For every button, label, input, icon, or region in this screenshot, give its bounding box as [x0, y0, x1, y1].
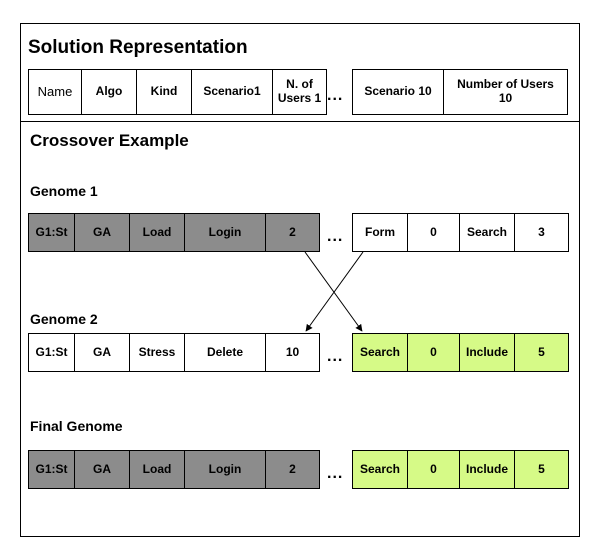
- genome2-gene: 10: [265, 333, 320, 372]
- genome2-ellipsis: ...: [327, 348, 344, 365]
- representation-row-tail: Scenario 10 Number of Users 10: [352, 69, 568, 115]
- field-users1: N. of Users 1: [272, 69, 327, 115]
- genome1-ellipsis: ...: [327, 228, 344, 245]
- final-gene: GA: [74, 450, 130, 489]
- final-gene: Login: [184, 450, 266, 489]
- genome2-gene: Include: [459, 333, 515, 372]
- final-genome-label: Final Genome: [30, 418, 123, 434]
- field-scenario1: Scenario1: [191, 69, 273, 115]
- final-gene: 2: [265, 450, 320, 489]
- genome1-gene: Form: [352, 213, 408, 252]
- field-name: Name: [28, 69, 82, 115]
- genome1-gene: Search: [459, 213, 515, 252]
- field-users10: Number of Users 10: [443, 69, 568, 115]
- genome2-left: G1:St GA Stress Delete 10: [28, 333, 320, 372]
- crossover-panel: [20, 121, 580, 537]
- final-gene: Include: [459, 450, 515, 489]
- genome2-gene: Delete: [184, 333, 266, 372]
- field-scenario10: Scenario 10: [352, 69, 444, 115]
- genome1-gene: 2: [265, 213, 320, 252]
- final-gene: 5: [514, 450, 569, 489]
- genome2-gene: Search: [352, 333, 408, 372]
- representation-row: Name Algo Kind Scenario1 N. of Users 1: [28, 69, 327, 115]
- genome1-label: Genome 1: [30, 183, 98, 199]
- genome1-gene: 3: [514, 213, 569, 252]
- final-gene: Search: [352, 450, 408, 489]
- genome2-gene: GA: [74, 333, 130, 372]
- genome1-right: Form 0 Search 3: [352, 213, 569, 252]
- genome1-gene: G1:St: [28, 213, 75, 252]
- genome1-gene: Login: [184, 213, 266, 252]
- final-genome-right: Search 0 Include 5: [352, 450, 569, 489]
- genome2-gene: G1:St: [28, 333, 75, 372]
- representation-title: Solution Representation: [28, 37, 248, 58]
- genome1-gene: 0: [407, 213, 460, 252]
- genome2-label: Genome 2: [30, 311, 98, 327]
- representation-ellipsis: ...: [327, 87, 344, 104]
- final-gene: G1:St: [28, 450, 75, 489]
- genome2-gene: 5: [514, 333, 569, 372]
- genome2-right: Search 0 Include 5: [352, 333, 569, 372]
- genome1-left: G1:St GA Load Login 2: [28, 213, 320, 252]
- arrow-genome1-tail-to-genome2: [305, 251, 364, 332]
- final-genome-left: G1:St GA Load Login 2: [28, 450, 320, 489]
- field-kind: Kind: [136, 69, 192, 115]
- arrow-genome1-to-genome2-tail: [304, 251, 363, 332]
- final-genome-ellipsis: ...: [327, 465, 344, 482]
- final-gene: Load: [129, 450, 185, 489]
- crossover-title: Crossover Example: [30, 131, 189, 150]
- genome2-gene: 0: [407, 333, 460, 372]
